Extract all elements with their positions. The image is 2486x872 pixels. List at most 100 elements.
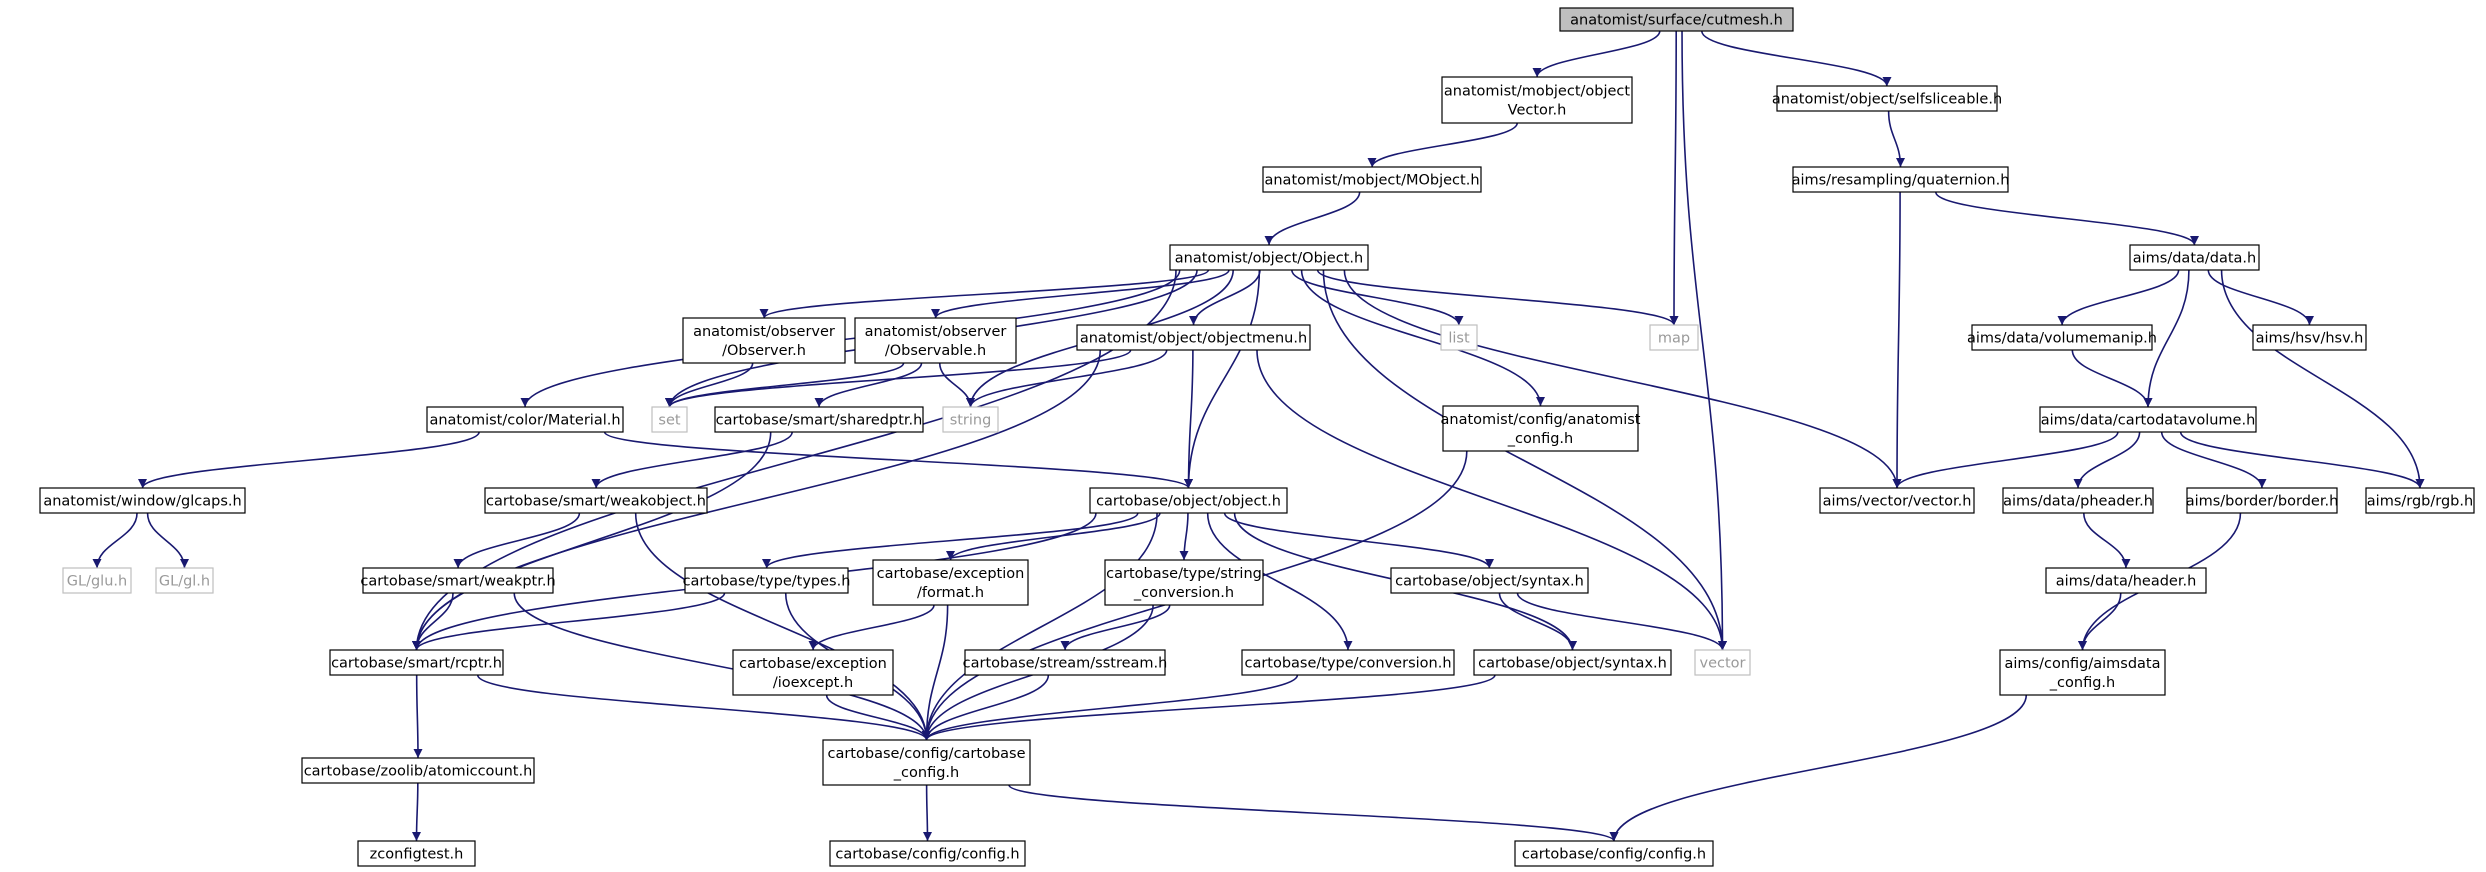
node-syntaxh[interactable]: cartobase/object/syntax.h <box>1390 567 1589 594</box>
node-rcptr[interactable]: cartobase/smart/rcptr.h <box>329 649 504 676</box>
node-zconfig[interactable]: zconfigtest.h <box>357 840 476 867</box>
node-weakptr[interactable]: cartobase/smart/weakptr.h <box>360 567 556 594</box>
node-header[interactable]: aims/data/header.h <box>2045 567 2207 594</box>
node-anaconfig[interactable]: anatomist/config/anatomist_config.h <box>1441 405 1641 452</box>
node-objecth[interactable]: anatomist/object/Object.h <box>1169 244 1369 271</box>
node-material[interactable]: anatomist/color/Material.h <box>426 406 624 433</box>
node-box <box>2002 487 2154 514</box>
node-label: /Observer.h <box>722 343 806 359</box>
edge-weakptr-to-cbconfig <box>513 592 931 741</box>
edge-objmenu-to-vector <box>1256 349 1727 651</box>
node-cbobject[interactable]: cartobase/object/object.h <box>1089 487 1288 514</box>
node-cbconfig[interactable]: cartobase/config/cartobase_config.h <box>822 739 1031 786</box>
node-box <box>2045 567 2207 594</box>
node-label: aims/data/cartodatavolume.h <box>2041 413 2256 429</box>
edge-header-to-aimscfg <box>2078 592 2122 651</box>
edge-weakobj-to-weakptr <box>453 512 581 569</box>
edge-cutmesh-to-selfslice <box>1700 30 1892 87</box>
node-box <box>39 487 246 514</box>
node-label: cartobase/smart/weakobject.h <box>486 494 706 510</box>
node-box <box>2039 406 2257 433</box>
node-box <box>1441 76 1633 124</box>
node-rgb[interactable]: aims/rgb/rgb.h <box>2365 487 2475 514</box>
node-syntax2[interactable]: cartobase/object/syntax.h <box>1473 649 1672 676</box>
edge-glcaps-to-gl <box>146 512 189 569</box>
node-quaternion[interactable]: aims/resampling/quaternion.h <box>1792 166 2010 193</box>
node-box <box>62 567 132 594</box>
node-map[interactable]: map <box>1649 324 1699 351</box>
edge-objecth-to-observable <box>931 269 1230 319</box>
node-glu[interactable]: GL/glu.h <box>62 567 132 594</box>
node-observable[interactable]: anatomist/observer/Observable.h <box>854 317 1017 364</box>
edge-mobject-to-objecth <box>1264 191 1361 246</box>
edge-syntax2-to-cbconfig <box>922 674 1496 741</box>
node-vector[interactable]: vector <box>1694 649 1751 676</box>
node-volmanip[interactable]: aims/data/volumemanip.h <box>1967 324 2157 351</box>
node-config1[interactable]: cartobase/config/config.h <box>829 840 1026 867</box>
node-label: anatomist/object/selfsliceable.h <box>1772 92 2002 108</box>
node-aimsdata[interactable]: aims/data/data.h <box>2129 244 2260 271</box>
edge-strconv-to-sstream <box>1060 604 1171 651</box>
node-label: cartobase/stream/sstream.h <box>963 656 1168 672</box>
node-box <box>942 406 999 433</box>
node-pheader[interactable]: aims/data/pheader.h <box>2002 487 2154 514</box>
node-border[interactable]: aims/border/border.h <box>2186 487 2339 514</box>
node-box <box>1694 649 1751 676</box>
node-label: GL/gl.h <box>159 574 210 590</box>
node-label: aims/data/data.h <box>2133 251 2256 267</box>
edges-layer <box>92 30 2425 842</box>
node-label: cartobase/type/conversion.h <box>1244 656 1451 672</box>
node-aimscfg[interactable]: aims/config/aimsdata_config.h <box>1999 649 2166 696</box>
node-box <box>682 317 846 364</box>
edge-cbobject-to-format <box>946 512 1161 561</box>
node-format[interactable]: cartobase/exception/format.h <box>872 559 1029 606</box>
node-types[interactable]: cartobase/type/types.h <box>683 567 851 594</box>
node-box <box>1559 7 1794 32</box>
node-vector3[interactable]: aims/vector/vector.h <box>1819 487 1975 514</box>
node-string[interactable]: string <box>942 406 999 433</box>
node-label: aims/rgb/rgb.h <box>2367 494 2473 510</box>
node-box <box>1262 166 1482 193</box>
node-hsv[interactable]: aims/hsv/hsv.h <box>2252 324 2367 351</box>
node-box <box>1819 487 1975 514</box>
node-label: cartobase/config/config.h <box>1522 847 1706 863</box>
edge-cbobject-to-syntaxh <box>1223 512 1494 569</box>
edge-pheader-to-header <box>2082 512 2131 569</box>
node-mobject[interactable]: anatomist/mobject/MObject.h <box>1262 166 1482 193</box>
node-ioexcept[interactable]: cartobase/exception/ioexcept.h <box>732 649 894 696</box>
edge-cbobject-to-conversion <box>1206 512 1353 651</box>
node-objmenu[interactable]: anatomist/object/objectmenu.h <box>1076 324 1311 351</box>
node-weakobj[interactable]: cartobase/smart/weakobject.h <box>484 487 708 514</box>
node-observer[interactable]: anatomist/observer/Observer.h <box>682 317 846 364</box>
node-box <box>651 406 688 433</box>
node-sstream[interactable]: cartobase/stream/sstream.h <box>963 649 1168 676</box>
node-box <box>362 567 554 594</box>
node-set[interactable]: set <box>651 406 688 433</box>
node-strconv[interactable]: cartobase/type/string_conversion.h <box>1104 559 1264 606</box>
node-box <box>1776 85 1998 112</box>
node-selfslice[interactable]: anatomist/object/selfsliceable.h <box>1772 85 2002 112</box>
node-cartovol[interactable]: aims/data/cartodatavolume.h <box>2039 406 2257 433</box>
node-conversion[interactable]: cartobase/type/conversion.h <box>1241 649 1455 676</box>
node-box <box>484 487 708 514</box>
edge-objecth-to-vector3 <box>1343 269 1902 489</box>
node-box <box>732 649 894 696</box>
nodes-layer: anatomist/surface/cutmesh.hanatomist/mob… <box>39 7 2475 867</box>
edge-observable-to-string <box>938 362 975 408</box>
node-label: anatomist/observer <box>865 324 1007 340</box>
node-config2[interactable]: cartobase/config/config.h <box>1514 840 1714 867</box>
node-box <box>1076 324 1311 351</box>
node-box <box>1390 567 1589 594</box>
node-label: anatomist/window/glcaps.h <box>43 494 241 510</box>
node-label: aims/data/pheader.h <box>2003 494 2153 510</box>
node-label: cartobase/type/types.h <box>683 574 851 590</box>
node-atomic[interactable]: cartobase/zoolib/atomiccount.h <box>301 757 535 784</box>
node-gl[interactable]: GL/gl.h <box>155 567 214 594</box>
node-box <box>1514 840 1714 867</box>
node-sharedptr[interactable]: cartobase/smart/sharedptr.h <box>714 406 924 433</box>
edge-cartovol-to-rgb <box>2179 431 2425 489</box>
node-list[interactable]: list <box>1440 324 1478 351</box>
node-label: cartobase/object/syntax.h <box>1395 574 1584 590</box>
node-glcaps[interactable]: anatomist/window/glcaps.h <box>39 487 246 514</box>
